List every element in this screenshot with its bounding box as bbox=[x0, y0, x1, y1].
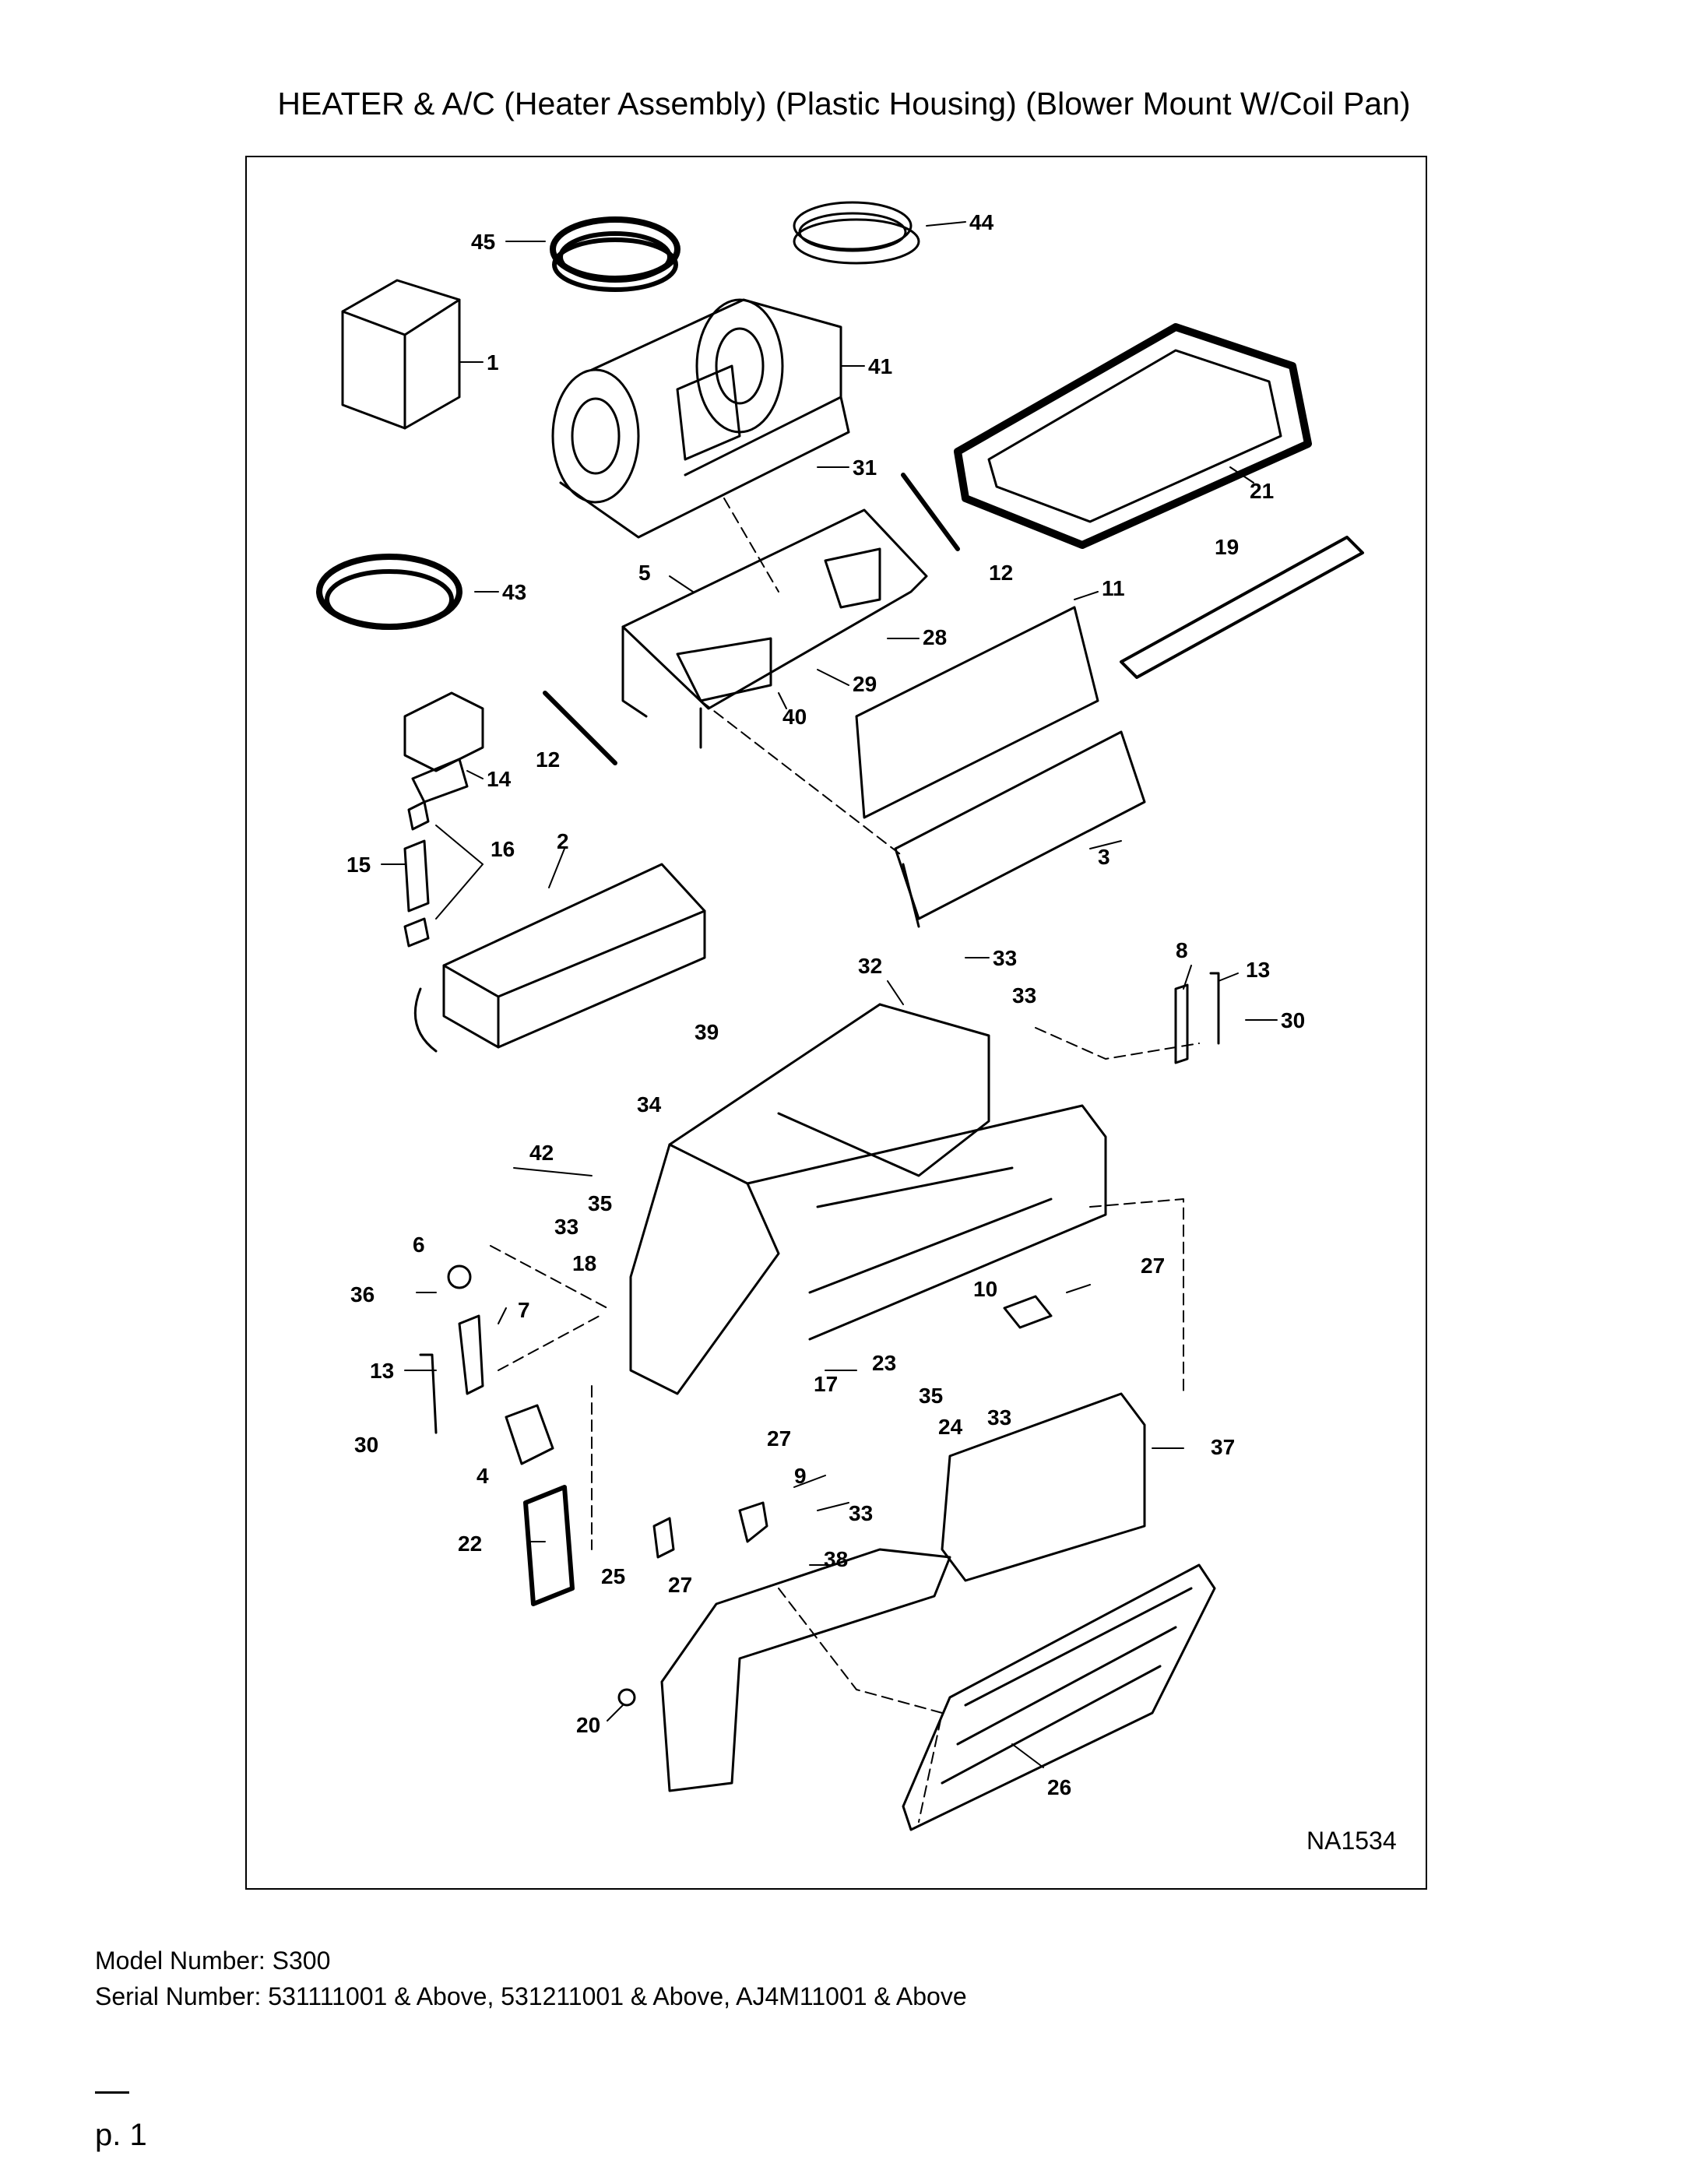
callout-37: 37 bbox=[1211, 1435, 1235, 1459]
callout-13-left: 13 bbox=[370, 1359, 394, 1383]
callout-13-right: 13 bbox=[1246, 958, 1270, 982]
callout-21: 21 bbox=[1250, 479, 1274, 503]
callout-35-center: 35 bbox=[919, 1384, 943, 1408]
callout-3: 3 bbox=[1098, 845, 1110, 869]
callout-22: 22 bbox=[458, 1532, 482, 1556]
callout-26: 26 bbox=[1047, 1775, 1071, 1799]
callout-16: 16 bbox=[491, 837, 515, 861]
part-clamp-16-upper bbox=[407, 800, 430, 831]
part-duct-bottom bbox=[660, 1548, 951, 1792]
part-bracket-10 bbox=[1003, 1295, 1053, 1329]
callout-27-right: 27 bbox=[1141, 1254, 1165, 1278]
callout-25: 25 bbox=[601, 1564, 625, 1588]
part-rod-13-right bbox=[1209, 972, 1220, 1045]
callout-30-right: 30 bbox=[1281, 1008, 1305, 1032]
callout-33-lower: 33 bbox=[849, 1501, 873, 1525]
callout-39: 39 bbox=[695, 1020, 719, 1044]
part-support-3 bbox=[894, 730, 1146, 928]
diagram-reference-code: NA1534 bbox=[1306, 1827, 1397, 1855]
callout-12-upper: 12 bbox=[989, 561, 1013, 585]
part-switch-14 bbox=[403, 691, 484, 804]
callout-6: 6 bbox=[413, 1233, 425, 1257]
part-panel-11 bbox=[855, 606, 1099, 819]
callout-27-center: 27 bbox=[767, 1426, 791, 1451]
serial-number: Serial Number: 531111001 & Above, 531211… bbox=[95, 1982, 967, 2010]
part-housing-main bbox=[629, 1003, 1107, 1395]
callout-27-lower: 27 bbox=[668, 1573, 692, 1597]
part-fitting-25 bbox=[652, 1517, 675, 1559]
callout-4: 4 bbox=[477, 1464, 489, 1488]
callout-8: 8 bbox=[1176, 938, 1188, 962]
page-divider bbox=[95, 2091, 129, 2094]
part-strip-12-upper bbox=[901, 473, 960, 551]
callout-32: 32 bbox=[858, 954, 882, 978]
callout-34: 34 bbox=[637, 1092, 662, 1117]
callout-9: 9 bbox=[794, 1464, 807, 1488]
callout-24: 24 bbox=[938, 1415, 963, 1439]
page-title: HEATER & A/C (Heater Assembly) (Plastic … bbox=[277, 86, 1411, 121]
model-number: Model Number: S300 bbox=[95, 1947, 331, 1975]
callout-1: 1 bbox=[487, 350, 499, 375]
callout-44: 44 bbox=[969, 210, 994, 234]
callout-40: 40 bbox=[782, 705, 807, 729]
part-blower-41 bbox=[551, 298, 850, 539]
callout-41: 41 bbox=[868, 354, 892, 378]
callout-10: 10 bbox=[973, 1277, 997, 1301]
callout-38: 38 bbox=[824, 1547, 848, 1571]
callout-17: 17 bbox=[814, 1372, 838, 1396]
part-clamp-16-lower bbox=[403, 917, 430, 948]
callout-2: 2 bbox=[557, 829, 569, 853]
callout-12-lower: 12 bbox=[536, 747, 560, 772]
part-gasket-22 bbox=[523, 1485, 575, 1606]
callout-29: 29 bbox=[853, 672, 877, 696]
part-tube-15 bbox=[403, 839, 430, 913]
part-panel-24 bbox=[941, 1392, 1146, 1582]
callout-20: 20 bbox=[576, 1713, 600, 1737]
part-grommet-20 bbox=[617, 1688, 636, 1707]
callout-33-upper: 33 bbox=[993, 946, 1017, 970]
part-box-1 bbox=[341, 279, 461, 430]
part-bracket-5 bbox=[621, 508, 928, 749]
part-hose-coil-44 bbox=[793, 201, 920, 265]
part-bar-19 bbox=[1120, 536, 1364, 679]
part-heater-core-2 bbox=[413, 863, 706, 1053]
callout-28-upper: 28 bbox=[923, 625, 947, 649]
part-clip-6 bbox=[447, 1264, 472, 1289]
callout-11: 11 bbox=[1102, 576, 1125, 600]
callout-31: 31 bbox=[853, 455, 877, 480]
callout-18: 18 bbox=[572, 1251, 596, 1275]
part-gasket-21 bbox=[954, 323, 1312, 549]
diagram-frame bbox=[245, 156, 1427, 1890]
callout-23: 23 bbox=[872, 1351, 896, 1375]
part-bracket-9 bbox=[738, 1501, 768, 1543]
callout-30-left: 30 bbox=[354, 1433, 378, 1457]
part-strip-12-lower bbox=[543, 691, 617, 765]
part-grille-26 bbox=[902, 1563, 1216, 1831]
callout-43: 43 bbox=[502, 580, 526, 604]
callout-36: 36 bbox=[350, 1282, 375, 1307]
part-bracket-8 bbox=[1174, 983, 1189, 1064]
callout-33-housing: 33 bbox=[1012, 983, 1036, 1008]
part-hose-coil-43 bbox=[316, 554, 462, 630]
callout-7: 7 bbox=[518, 1298, 530, 1322]
part-rod-13-left bbox=[419, 1353, 438, 1434]
callout-33-left: 33 bbox=[554, 1215, 578, 1239]
part-bracket-7 bbox=[458, 1314, 484, 1395]
page-number: p. 1 bbox=[95, 2118, 147, 2152]
callout-19: 19 bbox=[1215, 535, 1239, 559]
part-plate-4 bbox=[505, 1404, 554, 1465]
callout-15: 15 bbox=[346, 853, 371, 877]
callout-33-panel: 33 bbox=[987, 1405, 1011, 1430]
part-hose-coil-45 bbox=[550, 216, 680, 292]
callout-14: 14 bbox=[487, 767, 512, 791]
callout-35-left: 35 bbox=[588, 1191, 612, 1215]
callout-45: 45 bbox=[471, 230, 495, 254]
callout-42: 42 bbox=[529, 1141, 554, 1165]
callout-5: 5 bbox=[638, 561, 651, 585]
